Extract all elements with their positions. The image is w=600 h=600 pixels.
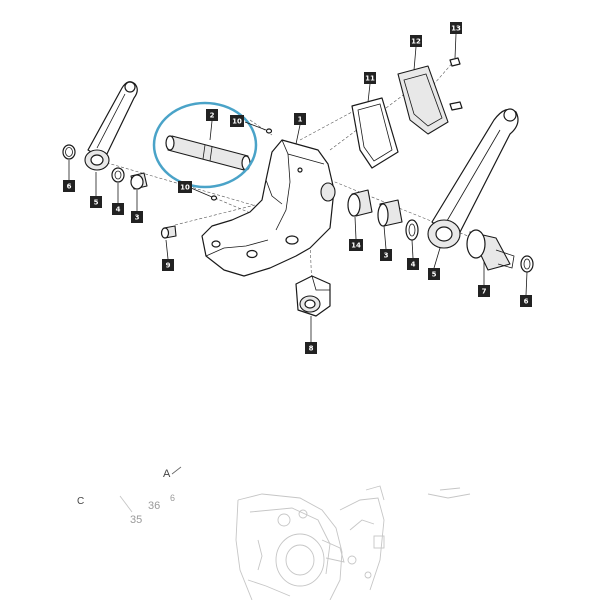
callout-4-left: 4 <box>112 203 124 215</box>
callout-3-right: 3 <box>380 249 392 261</box>
leader-lines <box>68 33 528 342</box>
lever-arm-left <box>84 81 138 171</box>
bushing-right <box>377 199 403 227</box>
bracket <box>295 275 331 317</box>
callout-6-right: 6 <box>520 295 532 307</box>
washer-right <box>405 219 419 241</box>
callout-10-top: 10 <box>230 115 244 127</box>
secondary-label-a: A <box>163 468 171 480</box>
grub-screw-top <box>265 128 273 134</box>
snap-ring-right <box>520 255 534 273</box>
callout-10-lower: 10 <box>178 181 192 193</box>
callout-13: 13 <box>450 22 462 34</box>
callout-14-label: 14 <box>351 242 361 250</box>
callout-3-right-label: 3 <box>384 252 389 260</box>
callout-5-right-label: 5 <box>432 271 437 279</box>
callout-14: 14 <box>349 239 363 251</box>
callout-3-left-label: 3 <box>135 214 140 222</box>
callout-12: 12 <box>410 35 422 47</box>
callout-8: 8 <box>305 342 317 354</box>
callout-10-lower-label: 10 <box>180 184 190 192</box>
plug-screw <box>160 225 177 239</box>
callout-6-right-label: 6 <box>524 298 529 306</box>
cover-bolt-top <box>449 57 461 67</box>
lever-arm-right <box>427 108 519 249</box>
bearing-right <box>347 189 373 217</box>
lift-housing <box>201 139 336 277</box>
callout-13-label: 13 <box>451 25 461 33</box>
secondary-label-35: 35 <box>130 514 142 526</box>
cross-shaft <box>165 135 251 171</box>
callout-6-left: 6 <box>63 180 75 192</box>
cover-bolt-lower <box>449 101 463 111</box>
secondary-label-c: C <box>77 496 84 507</box>
callout-5-left: 5 <box>90 196 102 208</box>
cover-plate <box>397 65 449 135</box>
bushing-left <box>130 172 148 190</box>
callout-3-left: 3 <box>131 211 143 223</box>
callout-7-label: 7 <box>482 288 487 296</box>
callout-12-label: 12 <box>411 38 421 46</box>
grub-screw-lower <box>210 195 218 201</box>
callout-4-left-label: 4 <box>116 206 121 214</box>
callout-1-label: 1 <box>298 116 303 124</box>
callout-9-label: 9 <box>166 262 171 270</box>
secondary-label-6: 6 <box>170 493 175 503</box>
secondary-label-36: 36 <box>148 500 160 512</box>
highlight-ring <box>152 101 258 189</box>
callout-1: 1 <box>294 113 306 125</box>
callout-5-left-label: 5 <box>94 199 99 207</box>
callout-10-top-label: 10 <box>232 118 242 126</box>
callout-8-label: 8 <box>309 345 314 353</box>
callout-2-label: 2 <box>210 112 215 120</box>
callout-11: 11 <box>364 72 376 84</box>
callout-5-right: 5 <box>428 268 440 280</box>
washer-left <box>111 167 125 183</box>
gasket <box>351 97 399 169</box>
splined-hub <box>466 229 515 271</box>
callout-4-right: 4 <box>407 258 419 270</box>
callout-6-left-label: 6 <box>67 183 72 191</box>
callout-7: 7 <box>478 285 490 297</box>
callout-11-label: 11 <box>365 75 375 83</box>
callout-4-right-label: 4 <box>411 261 416 269</box>
callout-2: 2 <box>206 109 218 121</box>
snap-ring-left <box>62 144 76 160</box>
secondary-diagram: A C 36 6 35 <box>77 466 471 600</box>
callout-9: 9 <box>162 259 174 271</box>
